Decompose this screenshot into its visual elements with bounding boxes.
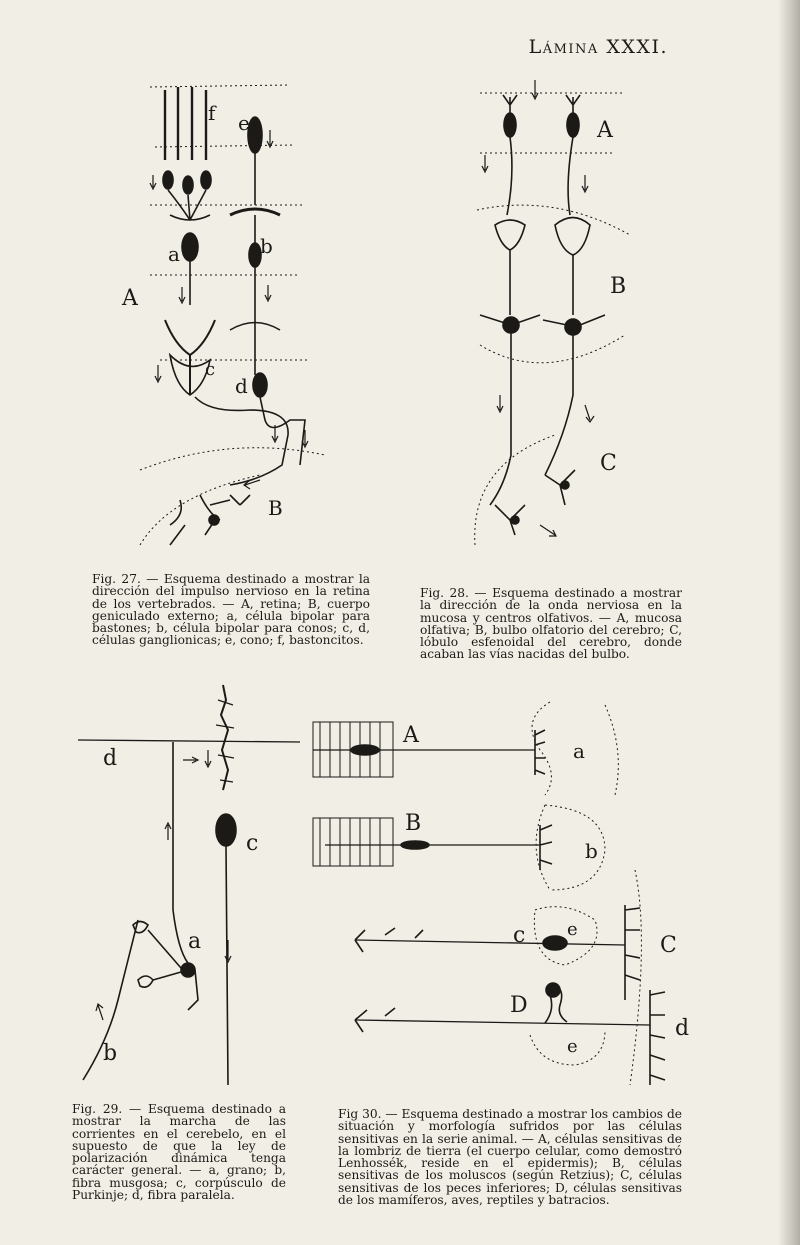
fig27-label-a: a <box>168 242 180 266</box>
fig30-label-C: C <box>660 933 677 958</box>
fig30-label-A: A <box>402 723 420 748</box>
fig29-label-a: a <box>188 929 201 954</box>
fig30-label-e-upper: e <box>567 919 578 940</box>
fig27-label-e: e <box>238 111 250 135</box>
fig30-label-e-lower: e <box>567 1036 578 1057</box>
fig30-label-B: B <box>405 811 421 836</box>
fig27-label-b: b <box>260 234 273 258</box>
figure-30-sensory-cells-diagram: A a B b c e C D d e <box>305 690 700 1095</box>
fig30-label-D: D <box>510 993 528 1018</box>
figure-28-caption: Fig. 28. — Esquema destinado a mostrar l… <box>420 587 682 661</box>
fig27-label-c: c <box>205 359 215 380</box>
figure-27-retina-diagram: f e a b A c d B <box>110 75 370 565</box>
figure-28-olfactory-diagram: A B C <box>465 75 640 560</box>
figure-27-caption: Fig. 27. — Esquema destinado a mostrar l… <box>92 573 370 647</box>
fig28-label-C: C <box>600 451 617 476</box>
fig28-label-A: A <box>596 118 614 143</box>
figure-29-caption: Fig. 29. — Esquema destinado a mostrar l… <box>72 1103 286 1201</box>
figure-29-cerebellum-diagram: d c a b <box>78 680 300 1090</box>
fig27-label-f: f <box>208 101 217 125</box>
fig29-label-c: c <box>246 831 258 856</box>
fig30-label-C-cell: c <box>513 923 525 948</box>
page-edge-shadow <box>778 0 800 1245</box>
fig27-label-d: d <box>235 374 248 398</box>
fig27-label-A: A <box>121 286 139 311</box>
fig30-label-a: a <box>573 739 585 763</box>
fig29-label-b: b <box>103 1041 117 1066</box>
fig30-label-b: b <box>585 839 598 863</box>
fig30-label-d: d <box>675 1016 689 1041</box>
fig28-label-B: B <box>610 274 626 299</box>
figure-30-caption: Fig 30. — Esquema destinado a mostrar lo… <box>338 1108 682 1206</box>
fig29-label-d: d <box>103 746 117 771</box>
fig27-label-B: B <box>268 496 283 520</box>
plate-title: Lámina XXXI. <box>529 36 668 58</box>
